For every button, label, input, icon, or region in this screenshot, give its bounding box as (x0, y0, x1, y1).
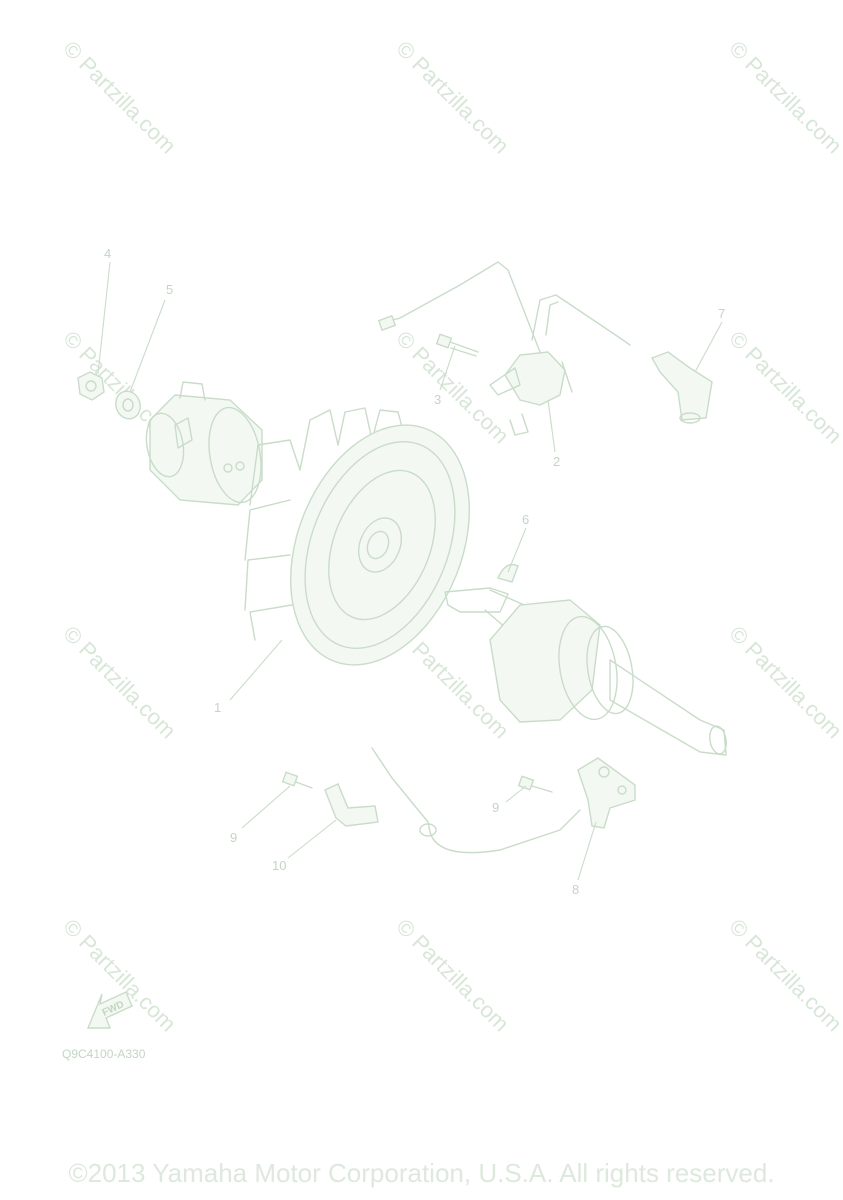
part-bolt-3 (435, 333, 479, 357)
watermark: © Partzilla.com (391, 36, 514, 159)
leader-lines (97, 261, 723, 881)
callouts: 1 2 3 4 5 6 7 8 9 9 10 (104, 246, 725, 897)
watermark: © Partzilla.com (724, 36, 843, 159)
callout-10: 10 (272, 858, 286, 873)
part-starter-pulley (145, 381, 263, 506)
callout-7: 7 (718, 306, 725, 321)
fwd-arrow-icon: FWD (86, 991, 133, 1029)
part-flywheel (244, 407, 470, 666)
part-ignition-coil (377, 261, 631, 436)
part-plate (324, 783, 379, 827)
part-bolt-9-right (517, 775, 553, 793)
watermark: © Partzilla.com (58, 36, 181, 159)
part-bracket (371, 747, 636, 854)
callout-3: 3 (434, 392, 441, 407)
part-bolt-9-left (281, 771, 313, 789)
watermark: © Partzilla.com (391, 914, 514, 1037)
callout-2: 2 (553, 454, 560, 469)
callout-8: 8 (572, 882, 579, 897)
copyright-footer: ©2013 Yamaha Motor Corporation, U.S.A. A… (68, 1158, 775, 1188)
watermark: © Partzilla.com (58, 621, 181, 744)
callout-1: 1 (214, 700, 221, 715)
watermark: © Partzilla.com (58, 914, 181, 1037)
callout-4: 4 (104, 246, 111, 261)
watermark: © Partzilla.com (724, 914, 843, 1037)
callout-6: 6 (522, 512, 529, 527)
watermark: © Partzilla.com (724, 326, 843, 449)
part-nut (77, 371, 105, 401)
callout-9-left: 9 (230, 830, 237, 845)
callout-5: 5 (166, 282, 173, 297)
drawing-code: Q9C4100-A330 (62, 1047, 146, 1061)
callout-9-right: 9 (492, 800, 499, 815)
watermark: © Partzilla.com (724, 621, 843, 744)
part-plug-cap (650, 351, 713, 424)
part-washer (115, 390, 141, 420)
part-woodruff-key (497, 563, 519, 583)
part-crankshaft (444, 587, 727, 756)
